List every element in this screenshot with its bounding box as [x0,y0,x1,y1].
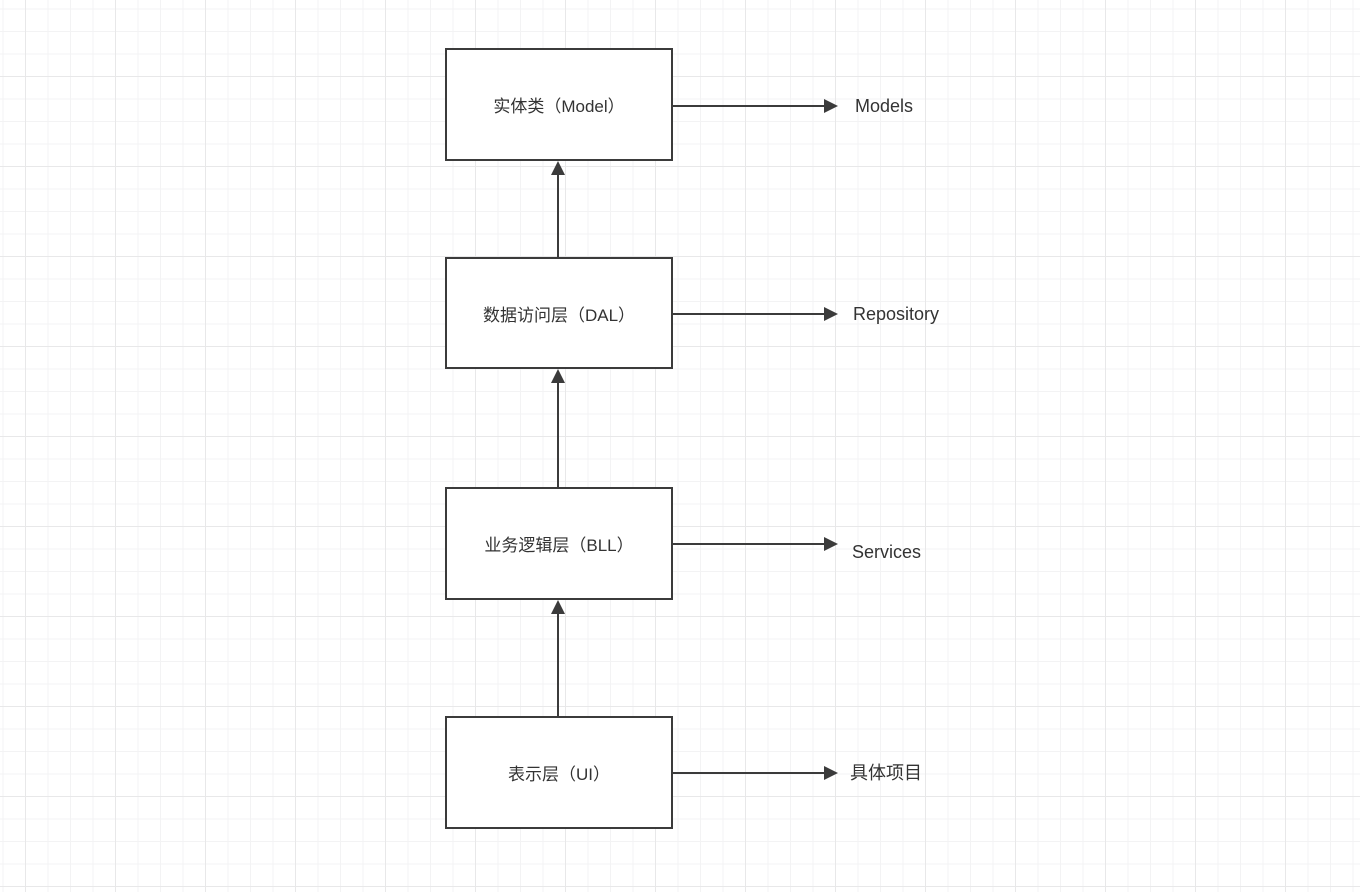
arrowhead-right [824,99,838,113]
edge-label-models[interactable]: Models [855,96,914,116]
edge-line [673,313,825,315]
arrowhead-right [824,537,838,551]
edge-line [673,772,825,774]
node-label: 实体类（Model） [493,97,625,116]
edge-line [557,380,559,487]
edge-label-project[interactable]: 具体项目 [850,763,922,783]
edge-line [673,543,825,545]
node-entity-model[interactable]: 实体类（Model） [445,48,673,161]
node-label: 业务逻辑层（BLL） [484,536,634,555]
node-dal[interactable]: 数据访问层（DAL） [445,257,673,369]
arrowhead-up [551,161,565,175]
edge-line [673,105,825,107]
node-label: 表示层（UI） [508,765,610,784]
node-ui[interactable]: 表示层（UI） [445,716,673,829]
node-bll[interactable]: 业务逻辑层（BLL） [445,487,673,600]
arrowhead-up [551,600,565,614]
arrowhead-right [824,766,838,780]
arrowhead-up [551,369,565,383]
edge-label-services[interactable]: Services [852,542,922,562]
edge-line [557,611,559,716]
edge-label-repository[interactable]: Repository [853,304,940,324]
arrowhead-right [824,307,838,321]
node-label: 数据访问层（DAL） [482,305,636,325]
edge-line [557,172,559,257]
